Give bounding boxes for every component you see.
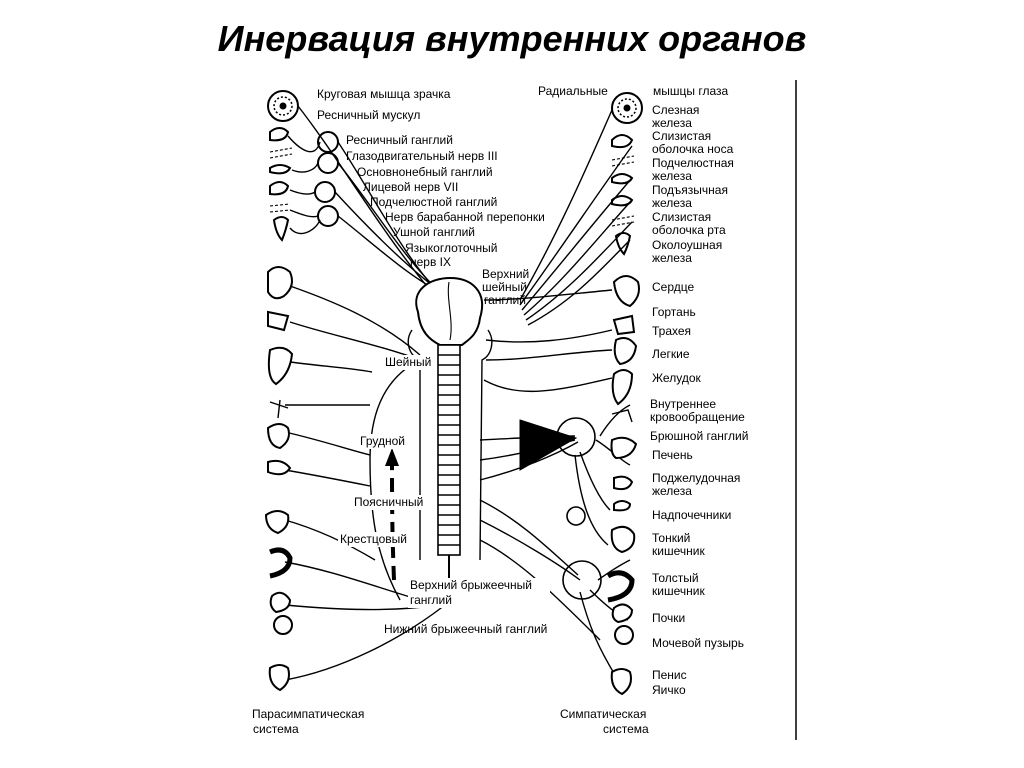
left-eye-icon [267, 90, 299, 122]
label-lungs: Легкие [652, 347, 690, 361]
label-larynx: Гортань [652, 305, 696, 319]
label-large-int-2: кишечник [652, 584, 705, 598]
label-adrenals: Надпочечники [652, 508, 731, 522]
top-right-labels: Радиальные мышцы глаза [538, 84, 728, 98]
label-large-int-1: Толстый [652, 571, 699, 585]
right-head-glands [611, 134, 635, 256]
label-lumbar: Поясничный [354, 495, 423, 509]
label-otic-ganglion: Ушной ганглий [393, 225, 475, 239]
label-radial-1: Радиальные [538, 84, 608, 98]
label-stomach: Желудок [652, 371, 701, 385]
right-labels: Слезная железа Слизистая оболочка носа П… [650, 103, 748, 697]
label-heart: Сердце [652, 280, 694, 294]
label-sublingual-2: железа [652, 196, 692, 210]
label-pancreas-1: Поджелудочная [652, 471, 740, 485]
label-glossopharyngeal-1: Языкоглоточный [405, 241, 498, 255]
label-parasympathetic-1: Парасимпатическая [252, 707, 364, 721]
page-title: Инервация внутренних органов [217, 18, 807, 59]
label-upper-cervical-1: Верхний [482, 267, 529, 281]
label-oculomotor-nerve: Глазодвигательный нерв III [346, 149, 498, 163]
sympathetic-ganglia [556, 417, 602, 600]
right-organs [606, 275, 640, 696]
label-pupil-sphincter: Круговая мышца зрачка [317, 87, 451, 101]
label-tympanic-nerve: Нерв барабанной перепонки [385, 210, 545, 224]
sympathetic-nerves [479, 289, 631, 676]
label-trachea: Трахея [652, 324, 691, 338]
label-small-int-1: Тонкий [652, 531, 690, 545]
right-eye-icon [611, 92, 643, 124]
label-submandibular-1: Подчелюстная [652, 156, 734, 170]
brain-spinal-cord [407, 276, 493, 600]
label-glossopharyngeal-2: нерв IX [410, 255, 451, 269]
label-lacrimal-2: железа [652, 116, 692, 130]
label-ciliary-ganglion: Ресничный ганглий [346, 133, 453, 147]
label-kidneys: Почки [652, 611, 685, 625]
label-sympathetic-2: система [603, 722, 649, 736]
label-parasympathetic-2: система [253, 722, 299, 736]
label-sup-mesenteric-1: Верхний брыжеечный [410, 578, 532, 592]
label-pancreas-2: железа [652, 484, 692, 498]
center-labels: Верхний шейный ганглий Шейный Грудной По… [338, 267, 550, 636]
label-pterygopalatine-ganglion: Основнонебный ганглий [357, 165, 493, 179]
label-upper-cervical-2: шейный [482, 280, 527, 294]
label-thoracic: Грудной [360, 434, 405, 448]
label-sacral: Крестцовый [340, 532, 407, 546]
label-ciliary-muscle: Ресничный мускул [317, 108, 420, 122]
thoracic-arrow [385, 448, 399, 581]
label-small-int-2: кишечник [652, 544, 705, 558]
left-organs [264, 266, 294, 692]
cranial-nerves-left [287, 105, 449, 297]
label-nasal-1: Слизистая [652, 129, 711, 143]
label-upper-cervical-3: ганглий [484, 293, 526, 307]
label-submandibular-ganglion: Подчелюстной ганглий [370, 195, 497, 209]
label-celiac-ganglion: Брюшной ганглий [650, 429, 748, 443]
label-parotid-1: Околоушная [652, 238, 722, 252]
label-lacrimal-1: Слезная [652, 103, 699, 117]
bottom-labels: Парасимпатическая система Симпатическая … [252, 707, 649, 736]
label-sympathetic-1: Симпатическая [560, 707, 646, 721]
left-head-glands [269, 127, 293, 242]
label-sublingual-1: Подъязычная [652, 183, 728, 197]
label-parotid-2: железа [652, 251, 692, 265]
label-sup-mesenteric-2: ганглий [410, 593, 452, 607]
label-bladder: Мочевой пузырь [652, 636, 744, 650]
label-circulation-1: Внутреннее [650, 397, 716, 411]
label-penis: Пенис [652, 668, 687, 682]
cranial-nerves-right [519, 109, 633, 326]
label-facial-nerve: Лицевой нерв VII [363, 180, 458, 194]
label-oral-2: оболочка рта [652, 223, 726, 237]
label-nasal-2: оболочка носа [652, 142, 734, 156]
label-cervical: Шейный [385, 355, 431, 369]
label-radial-2: мышцы глаза [653, 84, 728, 98]
label-testis: Яичко [652, 683, 686, 697]
label-circulation-2: кровообращение [650, 410, 745, 424]
label-inf-mesenteric: Нижний брыжеечный ганглий [384, 622, 547, 636]
parasympathetic-trunk [284, 285, 446, 681]
label-oral-1: Слизистая [652, 210, 711, 224]
label-submandibular-2: железа [652, 169, 692, 183]
label-liver: Печень [652, 448, 693, 462]
left-head-labels: Круговая мышца зрачка Ресничный мускул Р… [317, 87, 545, 269]
